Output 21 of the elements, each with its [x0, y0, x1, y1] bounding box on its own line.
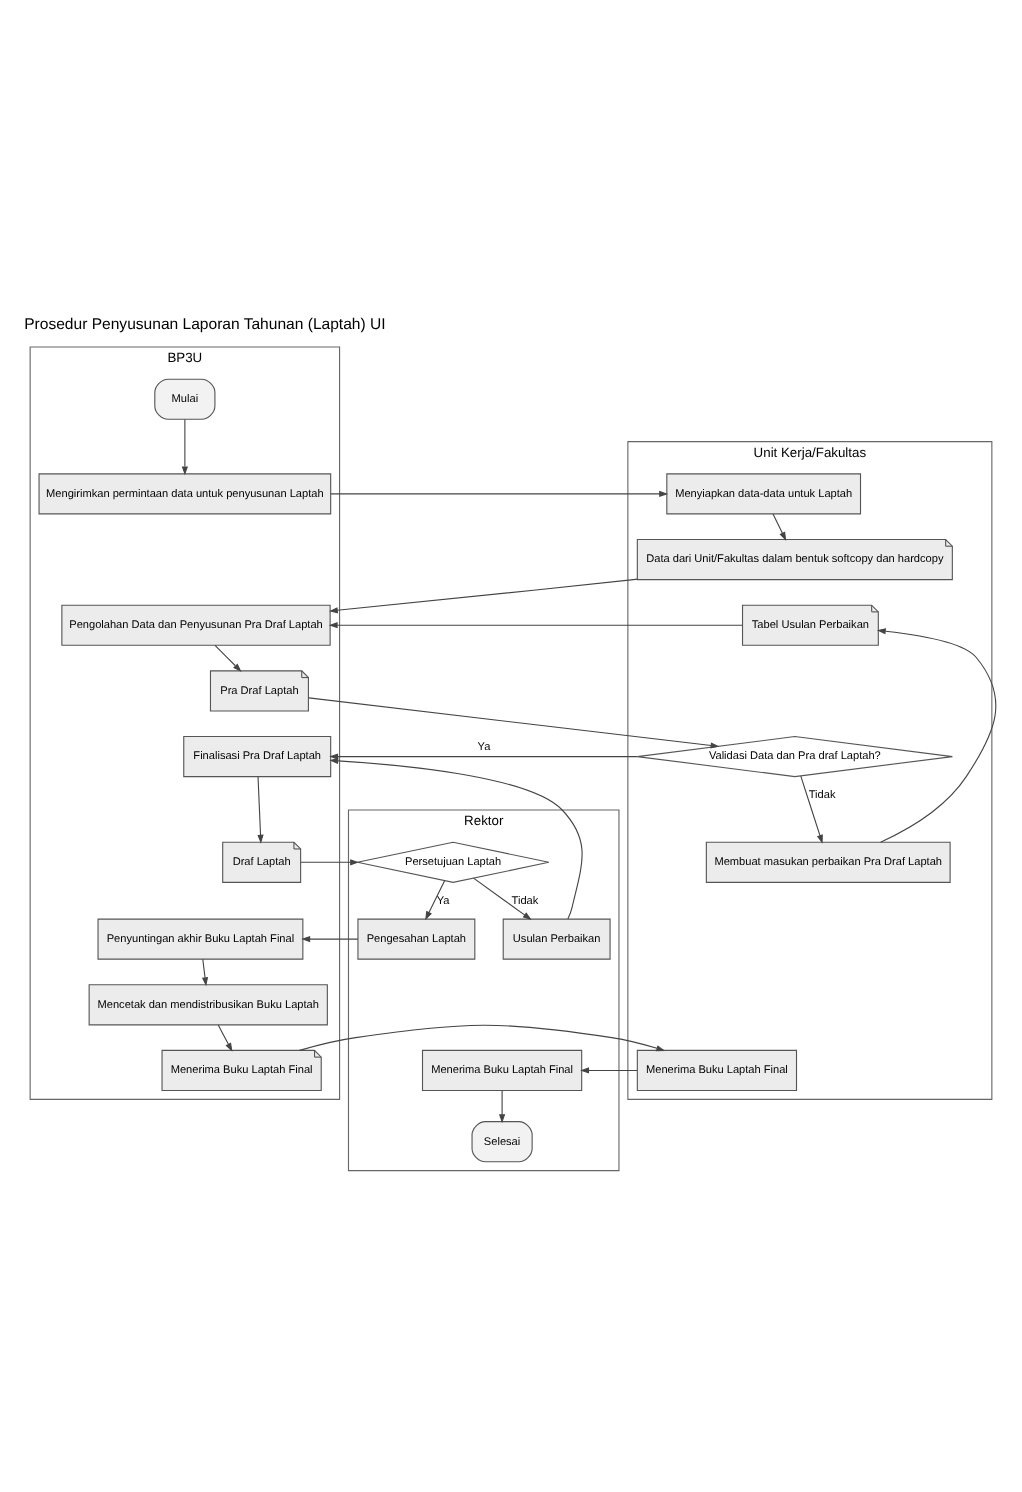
arrow	[214, 644, 242, 672]
arrow	[330, 490, 669, 497]
arrow	[772, 513, 787, 541]
arrow	[328, 622, 743, 629]
arrow	[329, 753, 638, 760]
arrow	[181, 418, 188, 476]
arrow	[425, 880, 446, 921]
arrow	[580, 1067, 638, 1074]
arrow	[800, 775, 823, 844]
arrow	[498, 1090, 506, 1124]
arrow	[300, 859, 360, 866]
arrow	[217, 1024, 233, 1052]
arrow	[257, 776, 264, 844]
arrow	[473, 877, 532, 921]
arrow	[201, 958, 209, 987]
arrow	[328, 578, 638, 614]
arrow	[299, 1024, 666, 1052]
arrow	[308, 697, 720, 749]
arrow	[329, 757, 583, 920]
arrow	[876, 628, 997, 843]
arrow	[301, 936, 359, 943]
